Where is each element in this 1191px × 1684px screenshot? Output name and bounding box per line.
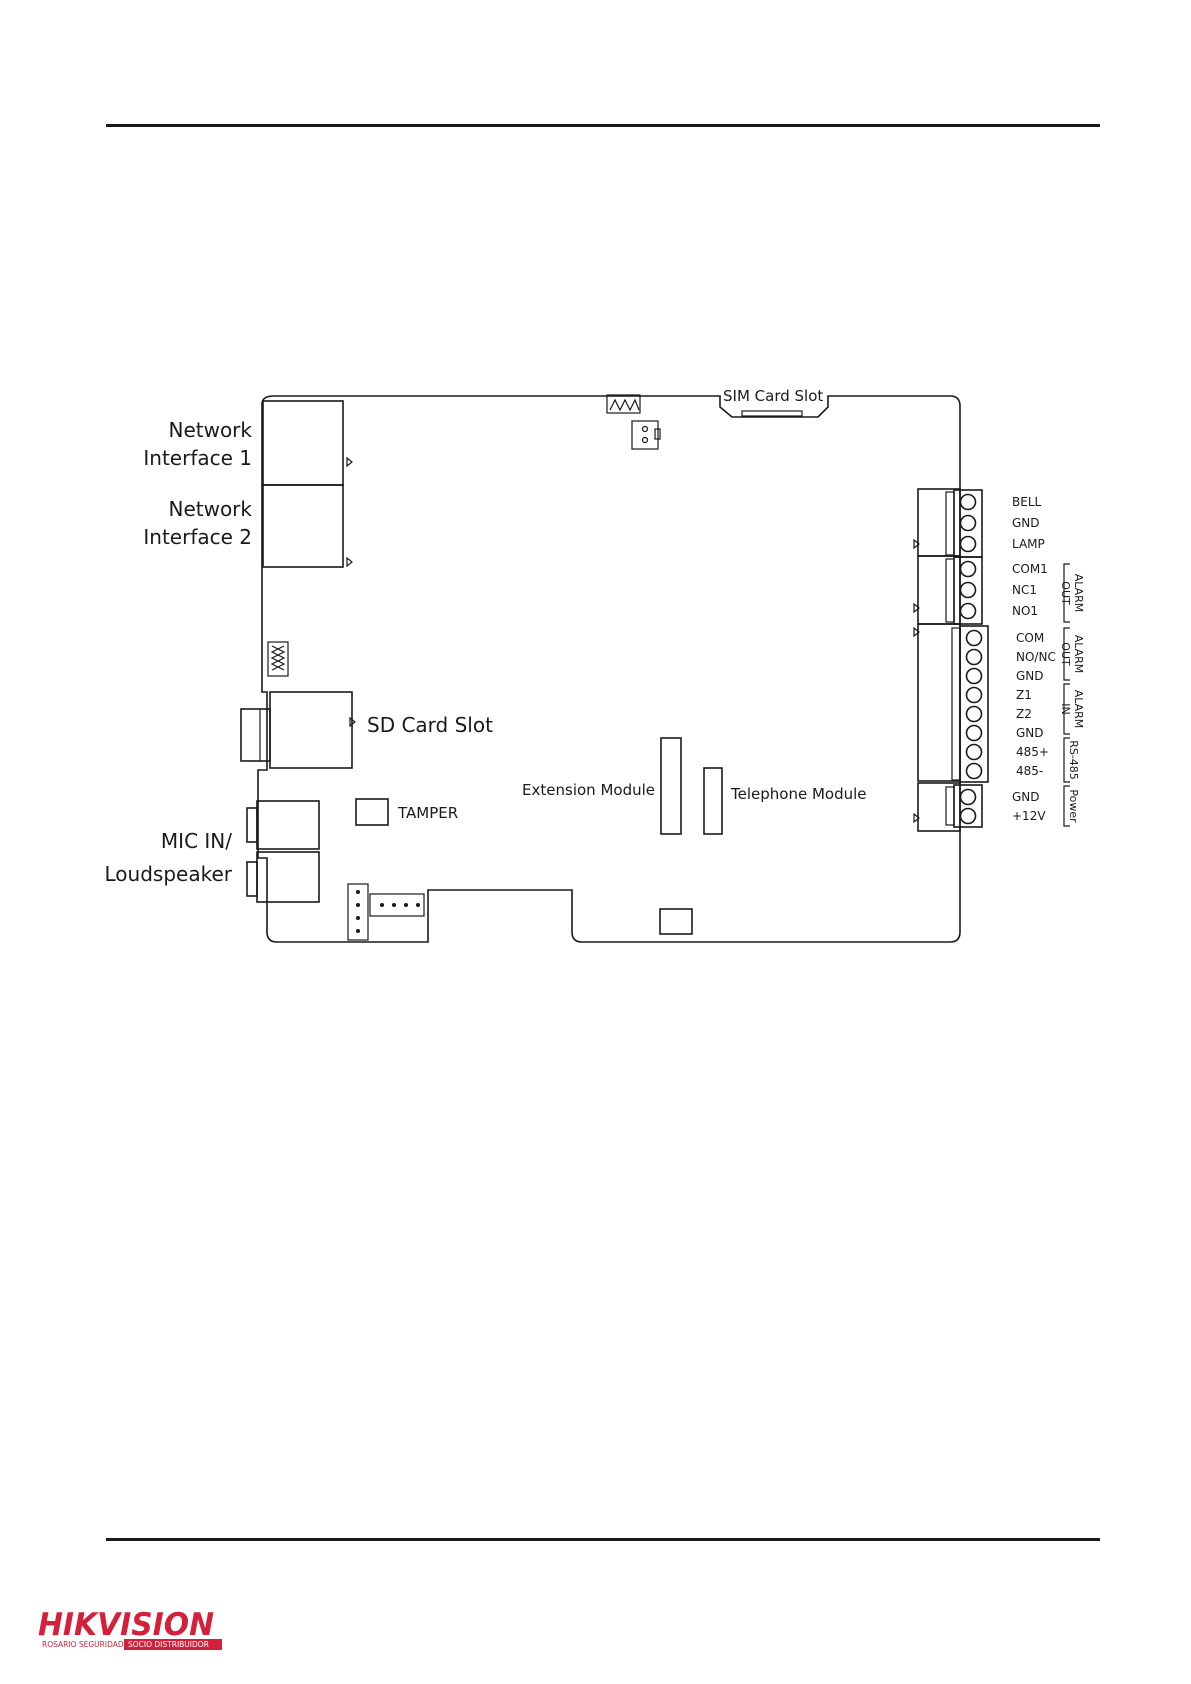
- terminal-screw: [967, 688, 982, 703]
- top-connector: [607, 395, 660, 449]
- terminal-label: BELL: [1012, 495, 1042, 509]
- terminal-label: Z2: [1016, 707, 1032, 721]
- terminal-screw: [967, 669, 982, 684]
- terminal-block-2: [954, 557, 982, 624]
- mic-in-label: MIC IN/: [161, 829, 232, 853]
- terminal-label: NO1: [1012, 604, 1038, 618]
- sd-card-slot-label: SD Card Slot: [367, 713, 493, 737]
- logo-brand: HIKVISION: [38, 1607, 214, 1643]
- left-connector: [268, 642, 288, 676]
- terminal-screw: [961, 516, 976, 531]
- sim-card-slot-label: SIM Card Slot: [723, 387, 823, 405]
- svg-text:ALARM: ALARM: [1072, 690, 1085, 729]
- terminal-label: NC1: [1012, 583, 1037, 597]
- svg-text:ALARM: ALARM: [1072, 635, 1085, 674]
- terminal-blocks: BELLGNDLAMPCOM1NC1NO1COMNO/NCGNDZ1Z2GND4…: [946, 490, 1056, 827]
- terminal-label: LAMP: [1012, 537, 1045, 551]
- network-interface-1-label: Network: [168, 418, 252, 442]
- extension-module-label: Extension Module: [522, 781, 655, 799]
- tamper-label: TAMPER: [397, 804, 458, 822]
- svg-text:Power: Power: [1067, 789, 1080, 823]
- terminal-block-tab: [946, 559, 954, 622]
- network-interface-1-label-2: Interface 1: [143, 446, 252, 470]
- network-interface-2-label-2: Interface 2: [143, 525, 252, 549]
- sim-card-slot-body: [742, 411, 802, 416]
- terminal-label: COM: [1016, 631, 1044, 645]
- terminal-screw: [961, 537, 976, 552]
- logo-right-caption: SOCIO DISTRIBUIDOR: [128, 1640, 209, 1649]
- terminal-label: 485+: [1016, 745, 1049, 759]
- terminal-screw: [967, 650, 982, 665]
- tamper-switch: [356, 799, 388, 825]
- terminal-label: COM1: [1012, 562, 1048, 576]
- terminal-label: GND: [1012, 516, 1040, 530]
- terminal-screw: [961, 495, 976, 510]
- terminal-block-tab: [946, 787, 954, 825]
- terminal-screw: [967, 631, 982, 646]
- terminal-screw: [961, 562, 976, 577]
- terminal-label: Z1: [1016, 688, 1032, 702]
- terminal-block-4: [954, 785, 982, 827]
- terminal-label: GND: [1016, 669, 1044, 683]
- svg-text:OUT: OUT: [1059, 642, 1072, 666]
- hikvision-logo: HIKVISION ROSARIO SEGURIDAD SOCIO DISTRI…: [36, 1607, 226, 1653]
- board-outline: [258, 396, 960, 942]
- network-interface-1: [263, 401, 352, 485]
- terminal-screw: [967, 707, 982, 722]
- terminal-label: GND: [1016, 726, 1044, 740]
- network-interface-2: [263, 485, 352, 567]
- svg-text:IN: IN: [1059, 703, 1072, 714]
- network-interface-2-label: Network: [168, 497, 252, 521]
- sd-card-slot-body: [241, 692, 355, 768]
- telephone-module-label: Telephone Module: [730, 785, 867, 803]
- terminal-label: NO/NC: [1016, 650, 1056, 664]
- telephone-module-slot: [704, 768, 722, 834]
- terminal-screw: [961, 604, 976, 619]
- terminal-block-tab: [952, 628, 960, 780]
- terminal-screw: [961, 809, 976, 824]
- svg-text:ALARM: ALARM: [1072, 574, 1085, 613]
- alarm-in-group: ALARM IN: [1059, 690, 1085, 729]
- power-group: Power: [1067, 789, 1080, 823]
- alarm-out-2-group: ALARM OUT: [1059, 635, 1085, 674]
- terminal-label: +12V: [1012, 809, 1046, 823]
- loudspeaker-label: Loudspeaker: [105, 862, 233, 886]
- terminal-label: GND: [1012, 790, 1040, 804]
- bottom-connectors: [348, 884, 692, 940]
- rs485-group: RS-485: [1067, 740, 1080, 780]
- terminal-screw: [961, 790, 976, 805]
- logo-left-caption: ROSARIO SEGURIDAD: [42, 1640, 124, 1649]
- terminal-screw: [967, 726, 982, 741]
- svg-text:RS-485: RS-485: [1067, 740, 1080, 780]
- alarm-out-1-group: ALARM OUT: [1059, 574, 1085, 613]
- svg-text:OUT: OUT: [1059, 581, 1072, 605]
- extension-module-slot: [661, 738, 681, 834]
- terminal-screw: [961, 583, 976, 598]
- audio-jacks: [247, 801, 319, 902]
- terminal-block-1: [954, 490, 982, 557]
- terminal-label: 485-: [1016, 764, 1043, 778]
- terminal-screw: [967, 764, 982, 779]
- terminal-block-tab: [946, 492, 954, 555]
- terminal-screw: [967, 745, 982, 760]
